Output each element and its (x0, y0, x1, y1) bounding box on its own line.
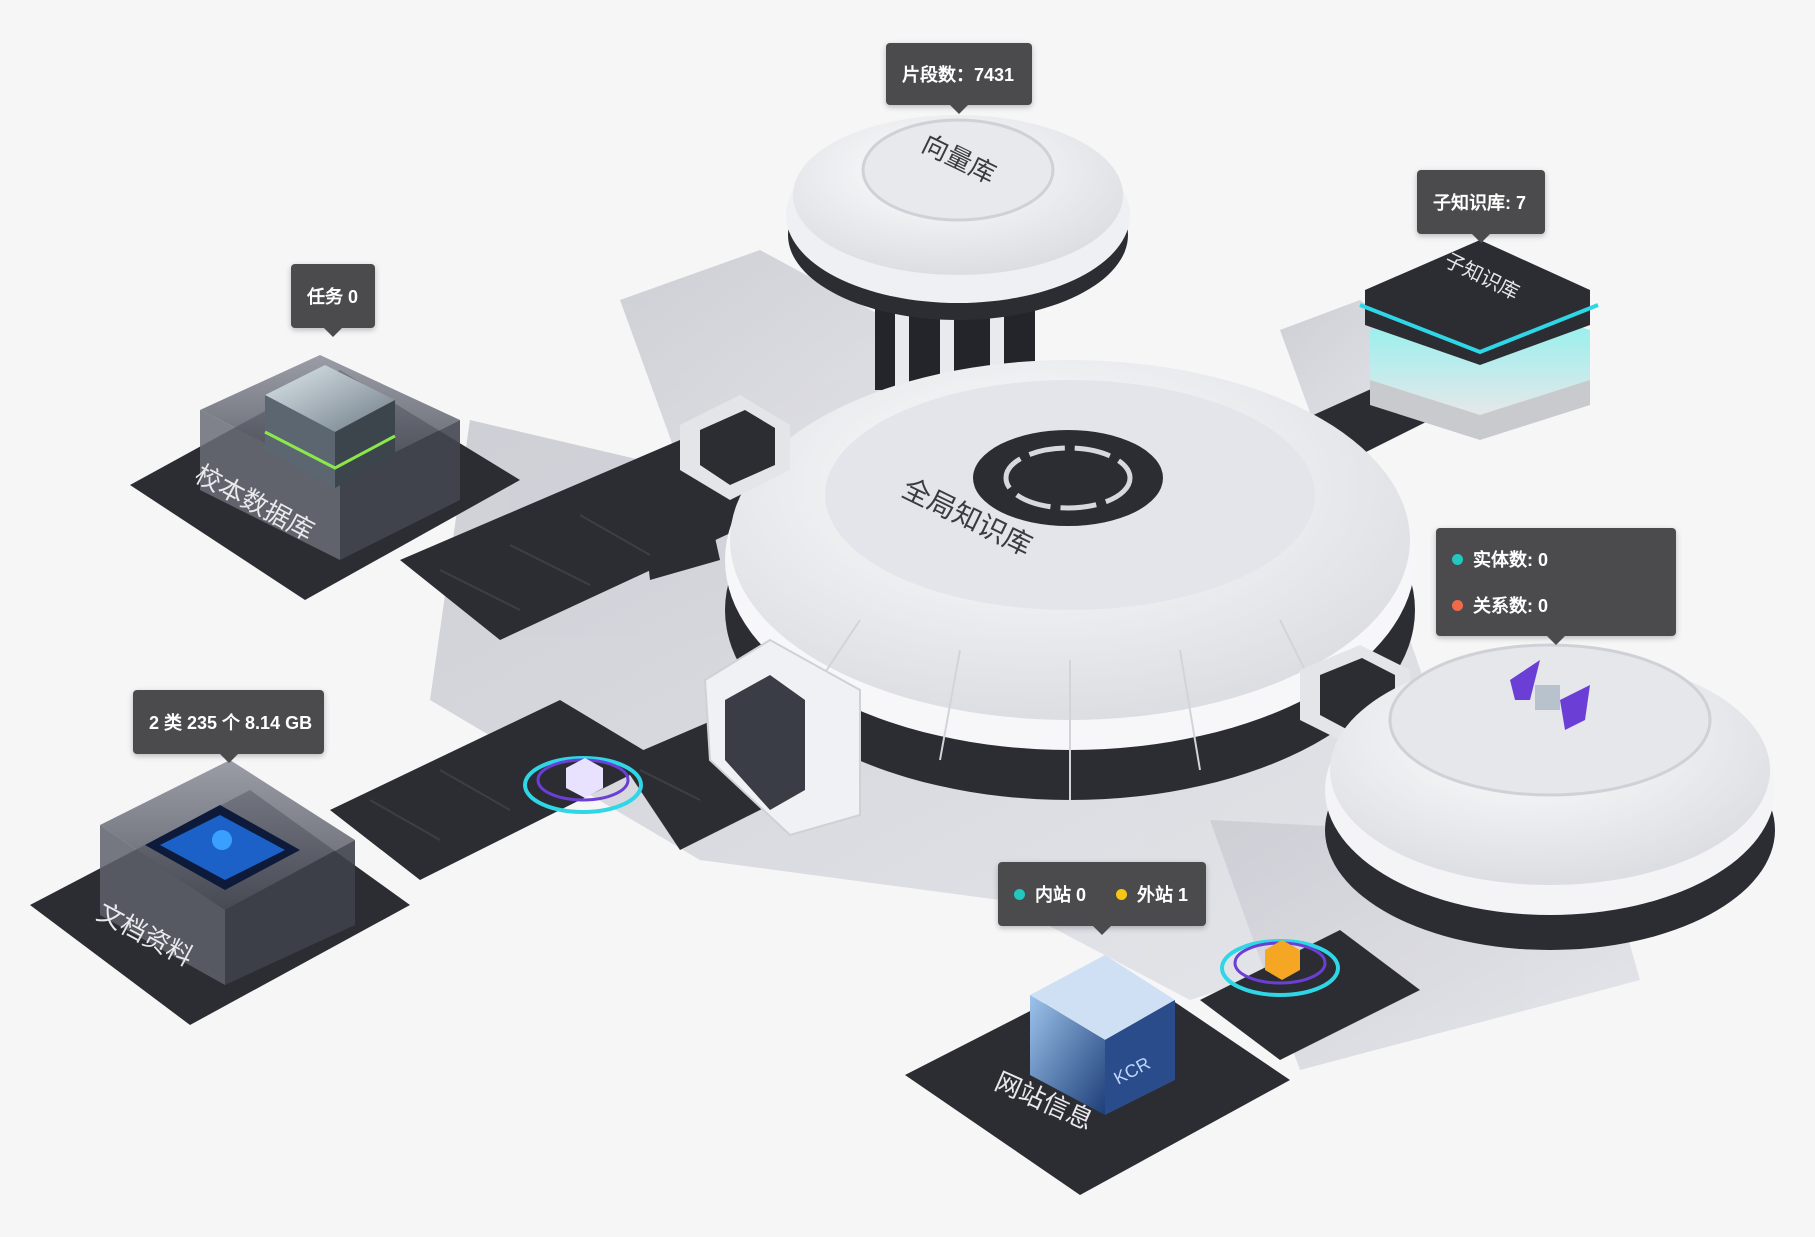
kcr-cube-icon (1030, 955, 1175, 1040)
global-kb-node[interactable] (725, 360, 1415, 800)
pedestal-website-track (1220, 939, 1340, 997)
entity-count: 实体数: 0 (1473, 550, 1549, 570)
internal-sites: 内站 0 (1035, 885, 1087, 905)
collation-db-tasks: 任务 0 (307, 287, 359, 307)
connector-tracks (330, 385, 1430, 1060)
documents-stats: 2 类 235 个 8.14 GB (149, 713, 313, 733)
sub-kb-node[interactable] (1359, 240, 1599, 440)
external-dot-icon (1116, 888, 1128, 900)
collation-db-tooltip: 任务 0 (291, 264, 375, 337)
entity-count-row: 实体数: 0 (1452, 546, 1548, 572)
graph-tooltip: 实体数: 0 关系数: 0 (1436, 528, 1676, 645)
internal-dot-icon (1014, 888, 1025, 900)
hub-core (973, 430, 1163, 526)
relation-count-row: 关系数: 0 (1452, 592, 1548, 618)
documents-tooltip: 2 类 235 个 8.14 GB (133, 690, 324, 763)
entity-dot-icon (1452, 553, 1463, 565)
graph-node[interactable] (1325, 643, 1775, 950)
website-tooltip: 内站 0 外站 1 (998, 862, 1206, 935)
sub-kb-tooltip: 子知识库: 7 (1417, 170, 1545, 243)
vector-db-count: 片段数：7431 (902, 65, 1015, 85)
cloud-icon (212, 830, 232, 850)
sub-kb-count: 子知识库: 7 (1433, 193, 1527, 213)
vector-db-tooltip: 片段数：7431 (886, 43, 1032, 114)
cube-icon (566, 758, 603, 798)
relation-dot-icon (1452, 599, 1463, 611)
documents-node[interactable] (30, 760, 410, 1025)
website-node[interactable]: KCR (905, 955, 1290, 1195)
pedestal-documents-track (523, 756, 643, 814)
hub-gates (680, 395, 1410, 837)
vector-db-node[interactable] (786, 115, 1130, 390)
collation-db-node[interactable] (130, 355, 520, 600)
server-icon (265, 365, 395, 432)
relation-count: 关系数: 0 (1473, 596, 1549, 616)
external-sites: 外站 1 (1137, 885, 1189, 905)
track-segments (369, 514, 701, 841)
cube-icon (1265, 940, 1300, 980)
graph-logo-icon (1510, 660, 1590, 730)
